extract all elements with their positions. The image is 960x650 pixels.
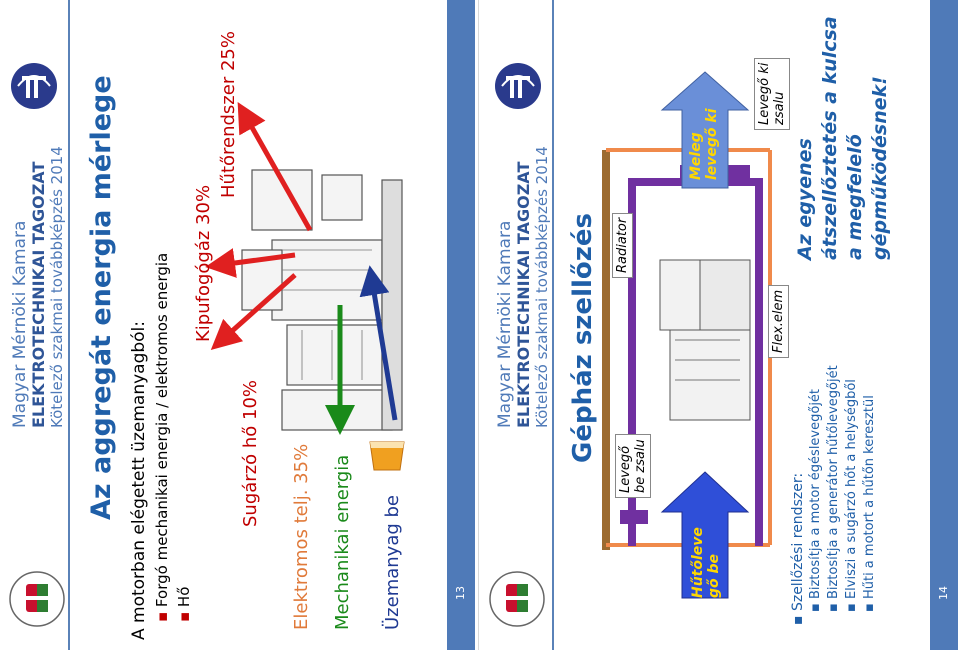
header-org: Magyar Mérnöki Kamara (10, 220, 30, 428)
label-levego-be: Levegő be zsalu (615, 434, 651, 498)
intro-text: A motorban elégetett üzemanyagból: (129, 320, 149, 640)
label-hutorendszer: Hűtőrendszer 25% (218, 31, 239, 198)
slide-footer-bar (447, 0, 475, 650)
list-title: ▪ Szellőzési rendszer: (790, 472, 806, 625)
elt-logo (494, 62, 542, 110)
list-item: ▪ Biztosítja a generátor hűtőlevegőjét (826, 365, 841, 612)
label-elektromos: Elektromos telj. 35% (291, 443, 312, 630)
label-mechanikai: Mechanikai energia (332, 454, 353, 630)
page-title: Gépház szellőzés (568, 213, 598, 463)
page-number: 14 (937, 586, 950, 600)
label-sugarzo: Sugárzó hő 10% (240, 379, 261, 527)
elt-logo (10, 62, 58, 110)
header-section: ELEKTROTECHNIKAI TAGOZAT (514, 161, 533, 428)
header-course: Kötelező szakmai továbbképzés 2014 (533, 146, 551, 428)
header-divider (552, 0, 554, 650)
list-item: ▪ Hűti a motort a hűtőn keresztül (862, 395, 877, 612)
bullet-item: ▪ Hő (175, 586, 193, 622)
fuel-glass-icon (364, 438, 412, 474)
page-number: 13 (454, 586, 467, 600)
header-section: ELEKTROTECHNIKAI TAGOZAT (29, 161, 48, 428)
cool-air-in-arrow (660, 470, 750, 600)
callout-text: Az egyenes átszellőztetés a kulcsa a meg… (794, 16, 891, 260)
slide-footer-bar (930, 0, 958, 650)
page-title: Az aggregát energia mérlege (86, 75, 117, 520)
mmk-logo (488, 570, 546, 628)
header-course: Kötelező szakmai továbbképzés 2014 (48, 146, 66, 428)
label-radiator: Radiator (612, 212, 633, 278)
warm-air-out-arrow (660, 70, 750, 190)
mmk-logo (8, 570, 66, 628)
bullet-item: ▪ Forgó mechanikai energia / elektromos … (153, 252, 171, 622)
header-org: Magyar Mérnöki Kamara (495, 220, 515, 428)
list-item: ▪ Biztosítja a motor égéslevegőjét (808, 388, 823, 612)
label-kipufogo: Kipufogógáz 30% (193, 184, 214, 342)
header-divider (68, 0, 70, 650)
slide-divider (478, 0, 479, 650)
label-meleg: Meleg levegő ki (688, 108, 720, 180)
list-item: ▪ Elviszi a sugárzó hőt a helységből (844, 379, 859, 612)
label-flex: Flex.elem (768, 284, 789, 358)
generator-diagram (212, 160, 412, 440)
label-levego-ki: Levegő ki zsalu (754, 57, 790, 130)
label-hutoleve: Hűtőleve gő be (690, 527, 722, 598)
energy-arrows (205, 101, 398, 435)
label-uzemanyag: Üzemanyag be (382, 495, 403, 630)
